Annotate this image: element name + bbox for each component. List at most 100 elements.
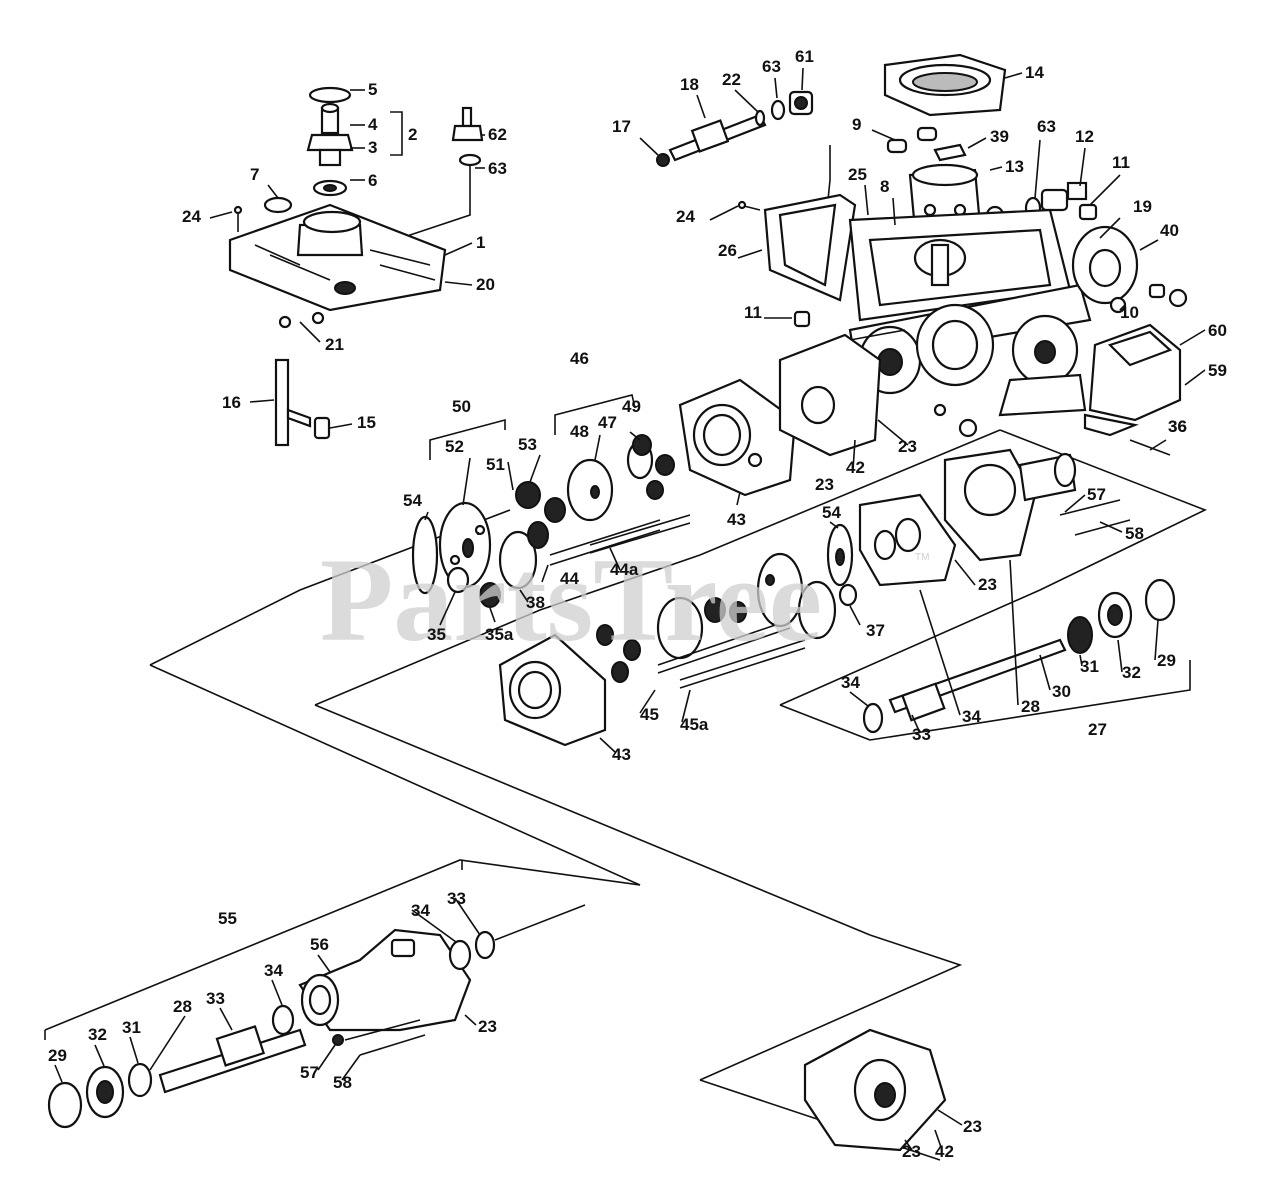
- callout-label: 52: [445, 437, 464, 456]
- control-shaft: [656, 90, 814, 167]
- leader-line: [1119, 304, 1126, 311]
- leader-line: [1079, 147, 1086, 187]
- leader-line: [464, 1014, 477, 1026]
- callout-label: 32: [88, 1025, 107, 1044]
- callout-label: 33: [912, 725, 931, 744]
- leader-line: [1139, 239, 1159, 251]
- callout-label: 6: [368, 171, 377, 190]
- spline-33: [901, 682, 946, 722]
- leader-line: [1099, 521, 1123, 533]
- callout-label: 43: [612, 745, 631, 764]
- plate-54: [411, 515, 439, 595]
- gear-48: [566, 458, 614, 522]
- leader-line: [149, 1015, 186, 1071]
- callout-label: 34: [841, 673, 860, 692]
- leader-line: [424, 511, 429, 521]
- callout-label: 35: [427, 625, 446, 644]
- leader-line: [54, 1064, 63, 1083]
- callout-label: 53: [518, 435, 537, 454]
- callout-label: 12: [1075, 127, 1094, 146]
- leader-line: [852, 439, 856, 471]
- gear-pack-upper: [411, 434, 691, 608]
- leader-line: [934, 1129, 943, 1151]
- callout-label: 13: [1005, 157, 1024, 176]
- callout-label: 45: [640, 705, 659, 724]
- callout-label: 57: [1087, 485, 1106, 504]
- leader-line: [1064, 494, 1086, 513]
- callout-label: 36: [1168, 417, 1187, 436]
- plug-12: [1040, 188, 1069, 212]
- watermark: PartsTree TM: [320, 533, 929, 666]
- svg-text:PartsTree: PartsTree: [320, 533, 822, 666]
- ring-34-left: [271, 1004, 295, 1036]
- leader-line: [892, 197, 896, 226]
- callout-label: 45a: [680, 715, 709, 734]
- axle-housing-right: [858, 448, 1176, 734]
- leader-line: [696, 94, 706, 119]
- leader-line: [801, 67, 804, 91]
- callout-label: 24: [182, 207, 201, 226]
- callout-label: 58: [333, 1073, 352, 1092]
- callout-label: 28: [1021, 697, 1040, 716]
- callout-label: 32: [1122, 663, 1141, 682]
- callout-label: 25: [848, 165, 867, 184]
- callout-labels: 5 4 2 3 62 63 6 7 24 1 20 21 16 15 18 22…: [48, 47, 1227, 1161]
- leader-line: [734, 89, 759, 113]
- pin-15: [313, 416, 331, 440]
- callout-label: 58: [1125, 524, 1144, 543]
- leader-line: [489, 607, 496, 623]
- callout-label: 11: [1112, 153, 1130, 172]
- seal-31-left: [127, 1062, 153, 1098]
- leader-line: [629, 431, 641, 441]
- pin-21: [278, 315, 292, 329]
- gear-pack-lower: [498, 523, 858, 747]
- leader-line: [877, 419, 909, 446]
- callout-label: 42: [846, 458, 865, 477]
- collar-3: [306, 133, 354, 152]
- callout-label: 9: [852, 115, 861, 134]
- callout-label: 8: [880, 177, 889, 196]
- callout-label: 33: [447, 889, 466, 908]
- callout-label: 36: [1168, 417, 1187, 436]
- leader-line: [439, 591, 456, 626]
- callout-label: 23: [898, 437, 917, 456]
- leader-line: [249, 399, 275, 403]
- leader-line: [1117, 639, 1123, 673]
- callout-label: 63: [762, 57, 781, 76]
- callout-label: 22: [722, 70, 741, 89]
- callout-label: 23: [815, 475, 834, 494]
- leader-line: [444, 281, 473, 286]
- bearing-35a: [479, 582, 501, 608]
- callout-label: 14: [1025, 63, 1044, 82]
- ring-34-top: [448, 939, 472, 971]
- leader-line: [736, 491, 741, 506]
- leader-line: [639, 137, 659, 156]
- callout-label: 42: [935, 1142, 954, 1161]
- callout-label: 46: [570, 349, 589, 368]
- callout-label: 50: [452, 397, 471, 416]
- callout-label: 1: [476, 233, 485, 252]
- callout-label: 63: [1037, 117, 1056, 136]
- callout-leaders: [54, 67, 1206, 1151]
- leader-line: [317, 1044, 336, 1071]
- callout-label: 31: [1080, 657, 1099, 676]
- leader-line: [774, 77, 778, 99]
- callout-label: 20: [476, 275, 495, 294]
- callout-label: 55: [218, 909, 237, 928]
- leader-line: [219, 1007, 233, 1031]
- washer-37: [838, 583, 858, 607]
- part-39: [933, 143, 967, 162]
- callout-label: 15: [357, 413, 376, 432]
- leader-line: [462, 457, 471, 506]
- ring-33-top: [474, 930, 496, 960]
- callout-label: 63: [488, 159, 507, 178]
- callout-label: 18: [680, 75, 699, 94]
- callout-label: 23: [902, 1142, 921, 1161]
- callout-label: 37: [866, 621, 885, 640]
- leader-line: [989, 166, 1003, 171]
- callout-label: 49: [622, 397, 641, 416]
- callout-label: 40: [1160, 221, 1179, 240]
- callout-label: 16: [222, 393, 241, 412]
- bearing-49: [632, 434, 652, 456]
